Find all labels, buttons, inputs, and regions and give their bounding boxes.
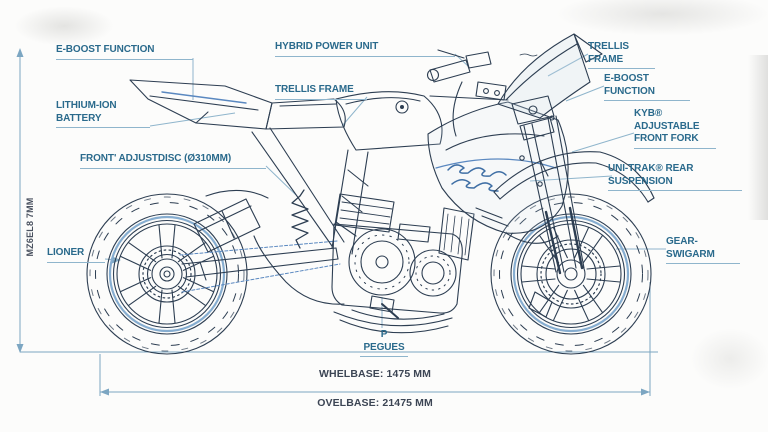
label-pegs: P PEGUES: [360, 329, 408, 357]
windscreen: [497, 33, 603, 119]
label-height-vertical: MZ6EL8 7MM: [25, 197, 35, 257]
tank-emblem: [395, 100, 409, 114]
rear-wheel: [86, 193, 248, 355]
cylinder-block: [334, 193, 395, 233]
rear-spokes: [120, 224, 214, 324]
label-liner: LIONER: [47, 247, 105, 263]
footpeg: [369, 295, 399, 319]
front-spokes: [521, 227, 621, 321]
belly-pan: [333, 311, 453, 334]
label-kyb-adjustable-front-fork: KYB® ADJUSTABLE FRONT FORK: [634, 108, 716, 149]
drive-chain: [179, 240, 341, 293]
handlebar-assembly: [426, 49, 507, 137]
front-fender: [493, 151, 655, 203]
brake-reservoir: [465, 51, 492, 69]
fairing-logo-scribble: [447, 164, 507, 192]
engine: [331, 193, 463, 314]
muffler: [193, 198, 261, 253]
fuel-tank: [335, 91, 443, 151]
tail-section: [129, 79, 273, 130]
trellis-frame: [251, 95, 509, 255]
swingarm: [181, 247, 339, 281]
label-e-boost-function-right: E-BOOST FUNCTION: [604, 73, 690, 101]
label-line: BATTERY: [56, 112, 102, 124]
seat: [265, 98, 346, 130]
label-line: KYB® ADJUSTABLE: [634, 108, 700, 132]
rear-brake-disc: [138, 245, 196, 303]
front-brake-caliper: [528, 291, 553, 318]
exhaust-system: [193, 198, 445, 320]
front-fork: [523, 115, 585, 275]
label-gear-swingarm: GEAR-SWIGARM: [666, 236, 740, 264]
label-lithium-ion-battery: LITHIUM-ION BATTERY: [56, 100, 150, 128]
dimension-arrowheads: [16, 48, 650, 396]
rear-shock: [291, 189, 309, 249]
label-trellis-frame-left: TRELLIS FRAME: [275, 84, 367, 100]
label-uni-trak-rear-suspension: UNI-TRAK® REAR SUSPENSION: [608, 163, 742, 191]
rear-hugger: [205, 189, 269, 199]
label-line: FRONT FORK: [634, 133, 699, 144]
bar-end: [426, 68, 440, 82]
front-brake-disc: [536, 239, 606, 309]
wheelbase-dimension-text: WHELBASE: 1475 MM: [319, 368, 431, 380]
label-trellis-frame-right: TRELLIS FRAME: [588, 41, 655, 69]
control-cable: [452, 81, 463, 137]
label-line: LITHIUM-ION: [56, 100, 117, 111]
brake-lever: [437, 49, 465, 59]
label-hybrid-power-unit: HYBRID POWER UNIT: [275, 41, 455, 57]
overall-dimension-text: OVELBASE: 21475 MM: [317, 397, 433, 409]
triple-clamp: [511, 95, 555, 141]
label-front-adjust-disc: FRONT' ADJUSTDISC (Ø310MM): [80, 153, 266, 169]
label-e-boost-function-left: E-BOOST FUNCTION: [56, 44, 193, 60]
